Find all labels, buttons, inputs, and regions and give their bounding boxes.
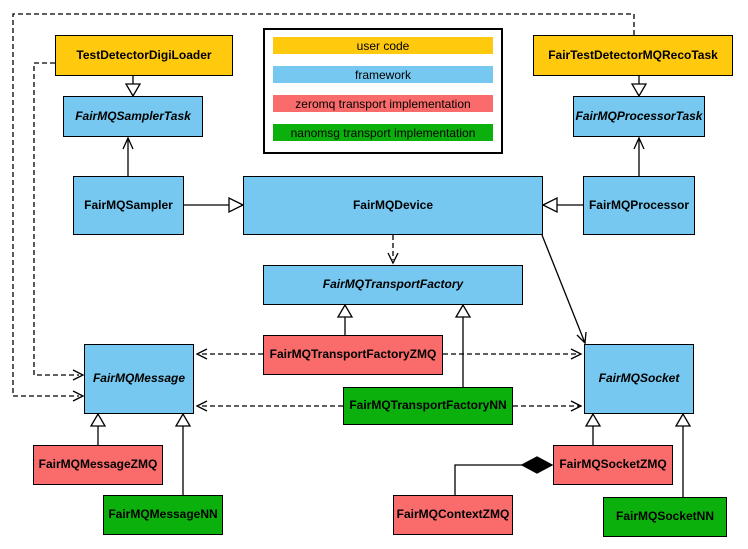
edge-inherit-socketnn-socket: [674, 412, 692, 497]
edge-assoc-device-socket: [541, 234, 587, 345]
class-box-fairmqcontextzmq: FairMQContextZMQ: [393, 495, 513, 535]
legend: user code framework zeromq transport imp…: [263, 28, 503, 154]
legend-item-framework: framework: [273, 66, 493, 83]
edge-inherit-messagezmq-message: [89, 412, 107, 445]
class-box-fairmqsamplertask: FairMQSamplerTask: [63, 96, 203, 137]
class-label-fairmqtransportfactoryzmq: FairMQTransportFactoryZMQ: [269, 347, 437, 362]
class-label-fairmqtransportfactorynn: FairMQTransportFactoryNN: [349, 398, 507, 413]
edge-inherit-processor-device: [541, 196, 583, 214]
legend-label-user-code: user code: [356, 38, 410, 53]
legend-item-zeromq: zeromq transport implementation: [273, 95, 493, 112]
edge-inherit-digiloader-samplertask: [124, 76, 142, 98]
class-label-fairmqmessage: FairMQMessage: [92, 371, 186, 386]
class-label-fairmqmessagezmq: FairMQMessageZMQ: [38, 457, 158, 472]
class-label-fairmqsampler: FairMQSampler: [84, 197, 173, 212]
class-box-fairmqdevice: FairMQDevice: [243, 176, 543, 235]
edge-dep-tfnn-message: [195, 400, 343, 412]
edge-dep-tfzmq-socket: [443, 348, 583, 360]
class-label-fairmqsocketzmq: FairMQSocketZMQ: [559, 457, 667, 472]
class-label-fairtestdetectormqrecotask: FairTestDetectorMQRecoTask: [548, 47, 718, 62]
class-box-fairmqtransportfactorynn: FairMQTransportFactoryNN: [343, 387, 513, 425]
class-box-fairtestdetectormqrecotask: FairTestDetectorMQRecoTask: [533, 35, 733, 76]
class-label-fairmqprocessortask: FairMQProcessorTask: [575, 108, 703, 123]
edge-inherit-recotask-processortask: [630, 76, 648, 98]
class-box-fairmqsampler: FairMQSampler: [73, 176, 184, 235]
class-label-testdetectordigiloader: TestDetectorDigiLoader: [76, 47, 212, 62]
legend-label-nanomsg: nanomsg transport implementation: [290, 125, 476, 140]
class-label-fairmqsocket: FairMQSocket: [598, 371, 680, 386]
edge-assoc-sampler-samplertask: [122, 136, 134, 176]
class-box-fairmqprocessor: FairMQProcessor: [583, 176, 695, 235]
class-box-fairmqtransportfactoryzmq: FairMQTransportFactoryZMQ: [263, 335, 443, 375]
class-label-fairmqsocketnn: FairMQSocketNN: [615, 509, 715, 524]
class-box-fairmqprocessortask: FairMQProcessorTask: [573, 96, 705, 137]
legend-label-framework: framework: [354, 67, 411, 82]
edge-inherit-tfnn-transportfactory: [454, 303, 472, 387]
edge-dep-digiloader-message: [33, 62, 85, 381]
legend-label-zeromq: zeromq transport implementation: [295, 96, 471, 111]
class-box-fairmqsocketzmq: FairMQSocketZMQ: [553, 445, 673, 485]
class-label-fairmqtransportfactory: FairMQTransportFactory: [322, 277, 464, 292]
class-label-fairmqmessagenn: FairMQMessageNN: [108, 507, 218, 522]
class-label-fairmqprocessor: FairMQProcessor: [588, 197, 690, 212]
edge-inherit-tfzmq-transportfactory: [336, 303, 354, 335]
class-label-fairmqsamplertask: FairMQSamplerTask: [75, 108, 191, 123]
edge-dep-tfnn-socket: [513, 400, 583, 412]
class-label-fairmqcontextzmq: FairMQContextZMQ: [396, 507, 510, 522]
class-label-fairmqdevice: FairMQDevice: [352, 197, 434, 212]
edge-dep-recotask-message: [12, 13, 635, 402]
edge-inherit-sampler-device: [184, 196, 245, 214]
class-box-fairmqmessagezmq: FairMQMessageZMQ: [33, 445, 163, 485]
class-box-fairmqmessage: FairMQMessage: [84, 344, 194, 414]
edge-dep-device-transportfactory: [387, 235, 399, 265]
class-box-fairmqsocketnn: FairMQSocketNN: [603, 497, 727, 537]
legend-item-user-code: user code: [273, 37, 493, 54]
edge-inherit-messagenn-message: [174, 412, 192, 495]
edge-assoc-processor-processortask: [633, 136, 645, 176]
edge-comp-socketzmq-contextzmq: [454, 456, 554, 495]
class-box-fairmqmessagenn: FairMQMessageNN: [103, 495, 223, 535]
class-box-testdetectordigiloader: TestDetectorDigiLoader: [55, 35, 233, 76]
legend-item-nanomsg: nanomsg transport implementation: [273, 124, 493, 141]
edge-dep-tfzmq-message: [195, 348, 263, 360]
edge-inherit-socketzmq-socket: [584, 412, 602, 445]
class-box-fairmqtransportfactory: FairMQTransportFactory: [263, 265, 523, 305]
class-box-fairmqsocket: FairMQSocket: [584, 344, 694, 414]
